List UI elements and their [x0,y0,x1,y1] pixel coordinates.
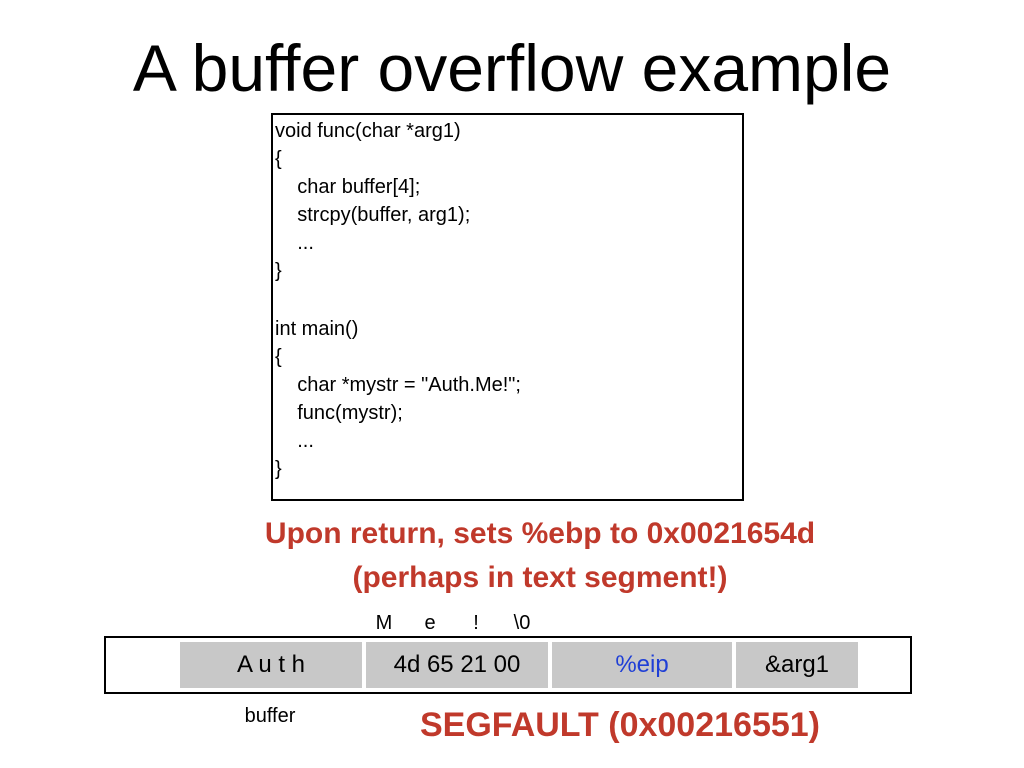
code-line: ... [275,232,314,254]
stack-frame: A u t h 4d 65 21 00 %eip &arg1 [104,636,912,694]
code-line: char buffer[4]; [275,176,421,198]
overflow-char-bang: ! [473,612,479,634]
overflow-char-e: e [424,612,436,634]
code-box: void func(char *arg1) { char buffer[4]; … [271,113,744,501]
code-line: int main() [275,318,359,340]
ebp-cell: 4d 65 21 00 [366,642,548,688]
slide-title: A buffer overflow example [132,31,892,105]
code-line: { [275,148,282,170]
note-line-2: (perhaps in text segment!) [352,561,728,594]
code-line: ... [275,430,314,452]
eip-cell: %eip [552,642,732,688]
overflow-char-null: \0 [513,612,531,634]
buffer-cell: A u t h [180,642,362,688]
buffer-label: buffer [244,705,296,727]
overflow-char-m: M [375,612,393,634]
code-line: } [275,260,282,282]
code-line: char *mystr = "Auth.Me!"; [275,374,521,396]
code-line: func(mystr); [275,402,403,424]
arg-cell: &arg1 [736,642,858,688]
code-line: void func(char *arg1) [275,120,461,142]
code-line: strcpy(buffer, arg1); [275,204,471,226]
code-line: { [275,346,282,368]
segfault-text: SEGFAULT (0x00216551) [420,706,820,744]
note-line-1: Upon return, sets %ebp to 0x0021654d [264,517,816,550]
code-line: } [275,458,282,480]
